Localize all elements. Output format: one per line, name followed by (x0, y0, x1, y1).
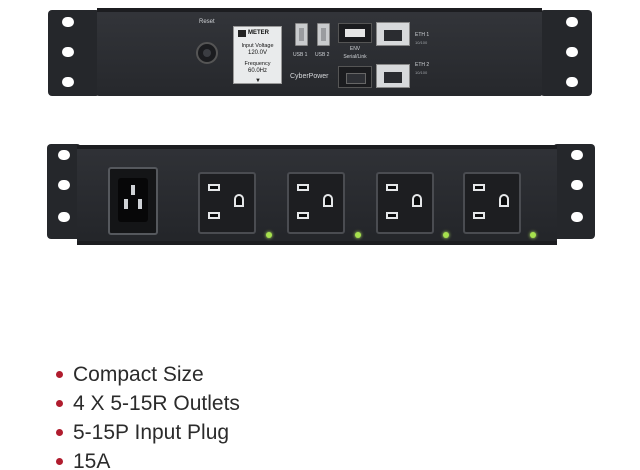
brand-logo: CyberPower (290, 73, 329, 80)
mount-hole (566, 47, 578, 57)
outlet-slot (208, 184, 220, 191)
mount-hole (571, 180, 583, 190)
serial-link-port (338, 66, 372, 88)
usb-2-label: USB 2 (315, 52, 330, 58)
mount-hole (571, 212, 583, 222)
outlet-ground (412, 194, 422, 207)
mount-hole (566, 17, 578, 27)
eth-1-label: ETH 1 (415, 32, 430, 38)
bullet-icon (56, 400, 63, 407)
power-inlet (108, 167, 158, 235)
mount-hole (58, 212, 70, 222)
front-chassis (97, 8, 542, 96)
bullet-icon (56, 429, 63, 436)
eth-1-speed: 10/100 (415, 40, 428, 45)
feature-text: 15A (73, 450, 111, 470)
outlet-ground (234, 194, 244, 207)
outlet-1-led (266, 232, 272, 238)
outlet-ground (499, 194, 509, 207)
feature-item: 15A (56, 447, 240, 470)
rear-left-mount-ear (47, 144, 81, 239)
mount-hole (58, 180, 70, 190)
eth-port-2 (376, 64, 410, 88)
feature-item: 4 X 5-15R Outlets (56, 389, 240, 418)
inlet-pin (138, 199, 142, 209)
bullet-icon (56, 458, 63, 465)
mount-hole (571, 150, 583, 160)
feature-text: Compact Size (73, 363, 204, 386)
front-left-mount-ear (48, 10, 100, 96)
navigation-knob (196, 42, 218, 64)
eth-port-1 (376, 22, 410, 46)
outlet-slot (208, 212, 220, 219)
frequency-label: Frequency (244, 61, 271, 67)
outlet-slot (297, 184, 309, 191)
inlet-pin (124, 199, 128, 209)
meter-header: METER (248, 30, 269, 36)
chassis-lip (77, 241, 557, 245)
bullet-icon (56, 371, 63, 378)
eth-2-speed: 10/100 (415, 70, 428, 75)
usb-port-2 (317, 23, 330, 46)
mount-hole (62, 17, 74, 27)
outlet-slot (386, 212, 398, 219)
outlet-2-led (355, 232, 361, 238)
mount-hole (62, 77, 74, 87)
outlet-slot (297, 212, 309, 219)
serial-label: Serial/Link (343, 54, 367, 60)
outlet-4 (463, 172, 521, 234)
meter-icon (238, 30, 246, 37)
feature-text: 4 X 5-15R Outlets (73, 392, 240, 415)
mount-hole (566, 77, 578, 87)
rear-right-mount-ear (553, 144, 595, 239)
feature-text: 5-15P Input Plug (73, 421, 230, 444)
reset-label: Reset (199, 19, 215, 25)
feature-item: 5-15P Input Plug (56, 418, 240, 447)
eth-2-label: ETH 2 (415, 62, 430, 68)
chassis-lip (77, 145, 557, 149)
inlet-pin (131, 185, 135, 195)
feature-item: Compact Size (56, 360, 240, 389)
meter-display: METER Input Voltage 120.0V Frequency 60.… (233, 26, 282, 84)
outlet-slot (473, 212, 485, 219)
env-port (338, 23, 372, 43)
frequency-value: 60.0Hz (247, 68, 267, 74)
front-right-mount-ear (540, 10, 592, 96)
mount-hole (62, 47, 74, 57)
env-label: ENV (349, 46, 361, 52)
mount-hole (58, 150, 70, 160)
outlet-3 (376, 172, 434, 234)
outlet-slot (473, 184, 485, 191)
outlet-slot (386, 184, 398, 191)
chevron-down-icon: ▼ (255, 78, 261, 84)
voltage-value: 120.0V (247, 50, 268, 56)
outlet-1 (198, 172, 256, 234)
outlet-ground (323, 194, 333, 207)
usb-port-1 (295, 23, 308, 46)
feature-list: Compact Size 4 X 5-15R Outlets 5-15P Inp… (56, 360, 240, 470)
chassis-lip (97, 8, 542, 12)
outlet-3-led (443, 232, 449, 238)
usb-1-label: USB 1 (293, 52, 308, 58)
outlet-4-led (530, 232, 536, 238)
outlet-2 (287, 172, 345, 234)
voltage-label: Input Voltage (241, 43, 274, 49)
